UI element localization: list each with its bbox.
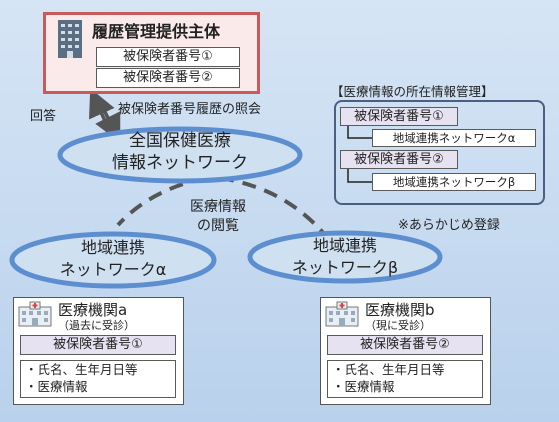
provider-id-1: 被保険者番号①: [96, 47, 240, 67]
institution-b-name: 医療機関b: [365, 301, 435, 319]
registry-network-1: 地域連携ネットワークα: [372, 129, 536, 147]
registry-tree-line-1: [347, 126, 372, 139]
regional-network-beta-label: 地域連携 ネットワークβ: [291, 236, 399, 277]
institution-a-name: 医療機関a: [58, 301, 128, 319]
reply-label: 回答: [30, 109, 57, 124]
provider-id-2: 被保険者番号②: [96, 68, 240, 88]
national-network-label: 全国保健医療 情報ネットワーク: [112, 131, 248, 173]
registry-title: 【医療情報の所在情報管理】: [331, 84, 494, 99]
regional-network-alpha-label: 地域連携 ネットワークα: [59, 238, 167, 279]
institution-b-details: ・氏名、生年月日等 ・医療情報: [327, 360, 483, 398]
institution-a-box: 医療機関a （過去に受診） 被保険者番号① ・氏名、生年月日等 ・医療情報: [13, 297, 184, 405]
registry-id-1: 被保険者番号①: [340, 107, 458, 126]
registry-tree-line-2: [347, 168, 372, 183]
institution-b-box: 医療機関b （現に受診） 被保険者番号② ・氏名、生年月日等 ・医療情報: [320, 297, 491, 405]
registry-id-2: 被保険者番号②: [340, 150, 458, 169]
institution-a-sub: （過去に受診）: [58, 319, 135, 332]
national-network-ellipse: [57, 126, 303, 184]
building-icon: [58, 20, 82, 58]
institution-a-details: ・氏名、生年月日等 ・医療情報: [20, 360, 176, 398]
provider-title: 履歴管理提供主体: [92, 22, 221, 41]
institution-a-id: 被保険者番号①: [20, 335, 176, 355]
regional-network-beta-ellipse: [247, 230, 443, 284]
hospital-icon: [325, 301, 359, 327]
hospital-icon: [18, 301, 52, 327]
institution-b-id: 被保険者番号②: [327, 335, 483, 355]
query-label: 被保険者番号履歴の照会: [118, 102, 262, 117]
query-arrow: [95, 97, 121, 143]
browse-label: 医療情報 の閲覧: [190, 199, 246, 234]
registry-network-2: 地域連携ネットワークβ: [372, 173, 536, 191]
registry-panel: [334, 100, 545, 205]
regional-network-alpha-ellipse: [9, 231, 217, 289]
registry-note: ※あらかじめ登録: [398, 218, 500, 233]
institution-b-sub: （現に受診）: [365, 319, 431, 332]
